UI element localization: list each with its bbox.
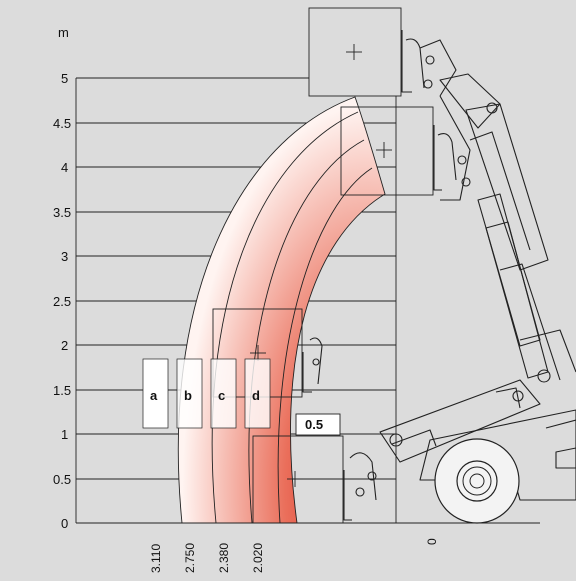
y-tick-3: 3 (61, 249, 68, 264)
x-tick-2020: 2.020 (251, 543, 265, 573)
x-tick-2750: 2.750 (183, 543, 197, 573)
fork-top (401, 30, 457, 97)
y-tick-4.5: 4.5 (53, 116, 71, 131)
zone-label-a: a (142, 358, 169, 429)
y-tick-2.5: 2.5 (53, 294, 71, 309)
load-box-second (340, 106, 434, 196)
fork-second (433, 125, 471, 191)
y-tick-4: 4 (61, 160, 68, 175)
x-axis-labels: 3.110 2.750 2.380 2.020 0 (149, 538, 439, 573)
y-tick-2: 2 (61, 338, 68, 353)
telescopic-boom (439, 73, 576, 383)
zone-boundary-d (277, 167, 373, 524)
load-box-bottom (252, 435, 344, 524)
zone-label-c: c (210, 358, 237, 429)
front-wheel (434, 438, 520, 524)
x-tick-3110: 3.110 (149, 544, 163, 573)
x-tick-2380: 2.380 (217, 543, 231, 573)
zone-boundary-b (211, 111, 359, 524)
y-axis-labels: m 5 4.5 4 3.5 3 2.5 2 1.5 1 0.5 0 (53, 25, 71, 531)
svg-text:d: d (252, 388, 260, 403)
svg-text:c: c (218, 388, 225, 403)
zone-boundary-c (248, 139, 365, 524)
working-zone-area (177, 96, 386, 524)
loader-machine-drawing (302, 30, 576, 524)
fork-mid (302, 337, 323, 393)
zone-label-d: d (244, 358, 271, 429)
dimension-label: 0.5 (305, 417, 323, 432)
x-tick-0: 0 (425, 538, 439, 545)
y-tick-0.5: 0.5 (53, 472, 71, 487)
y-tick-0: 0 (61, 516, 68, 531)
svg-text:a: a (150, 388, 158, 403)
y-tick-3.5: 3.5 (53, 205, 71, 220)
fork-bottom (343, 452, 377, 521)
load-box-top (308, 7, 402, 97)
dimension-box: 0.5 (295, 413, 341, 436)
lower-arm (379, 379, 541, 463)
y-unit-label: m (58, 25, 69, 40)
y-tick-1: 1 (61, 427, 68, 442)
y-tick-5: 5 (61, 71, 68, 86)
zone-label-b: b (176, 358, 203, 429)
svg-text:b: b (184, 388, 192, 403)
y-tick-1.5: 1.5 (53, 383, 71, 398)
